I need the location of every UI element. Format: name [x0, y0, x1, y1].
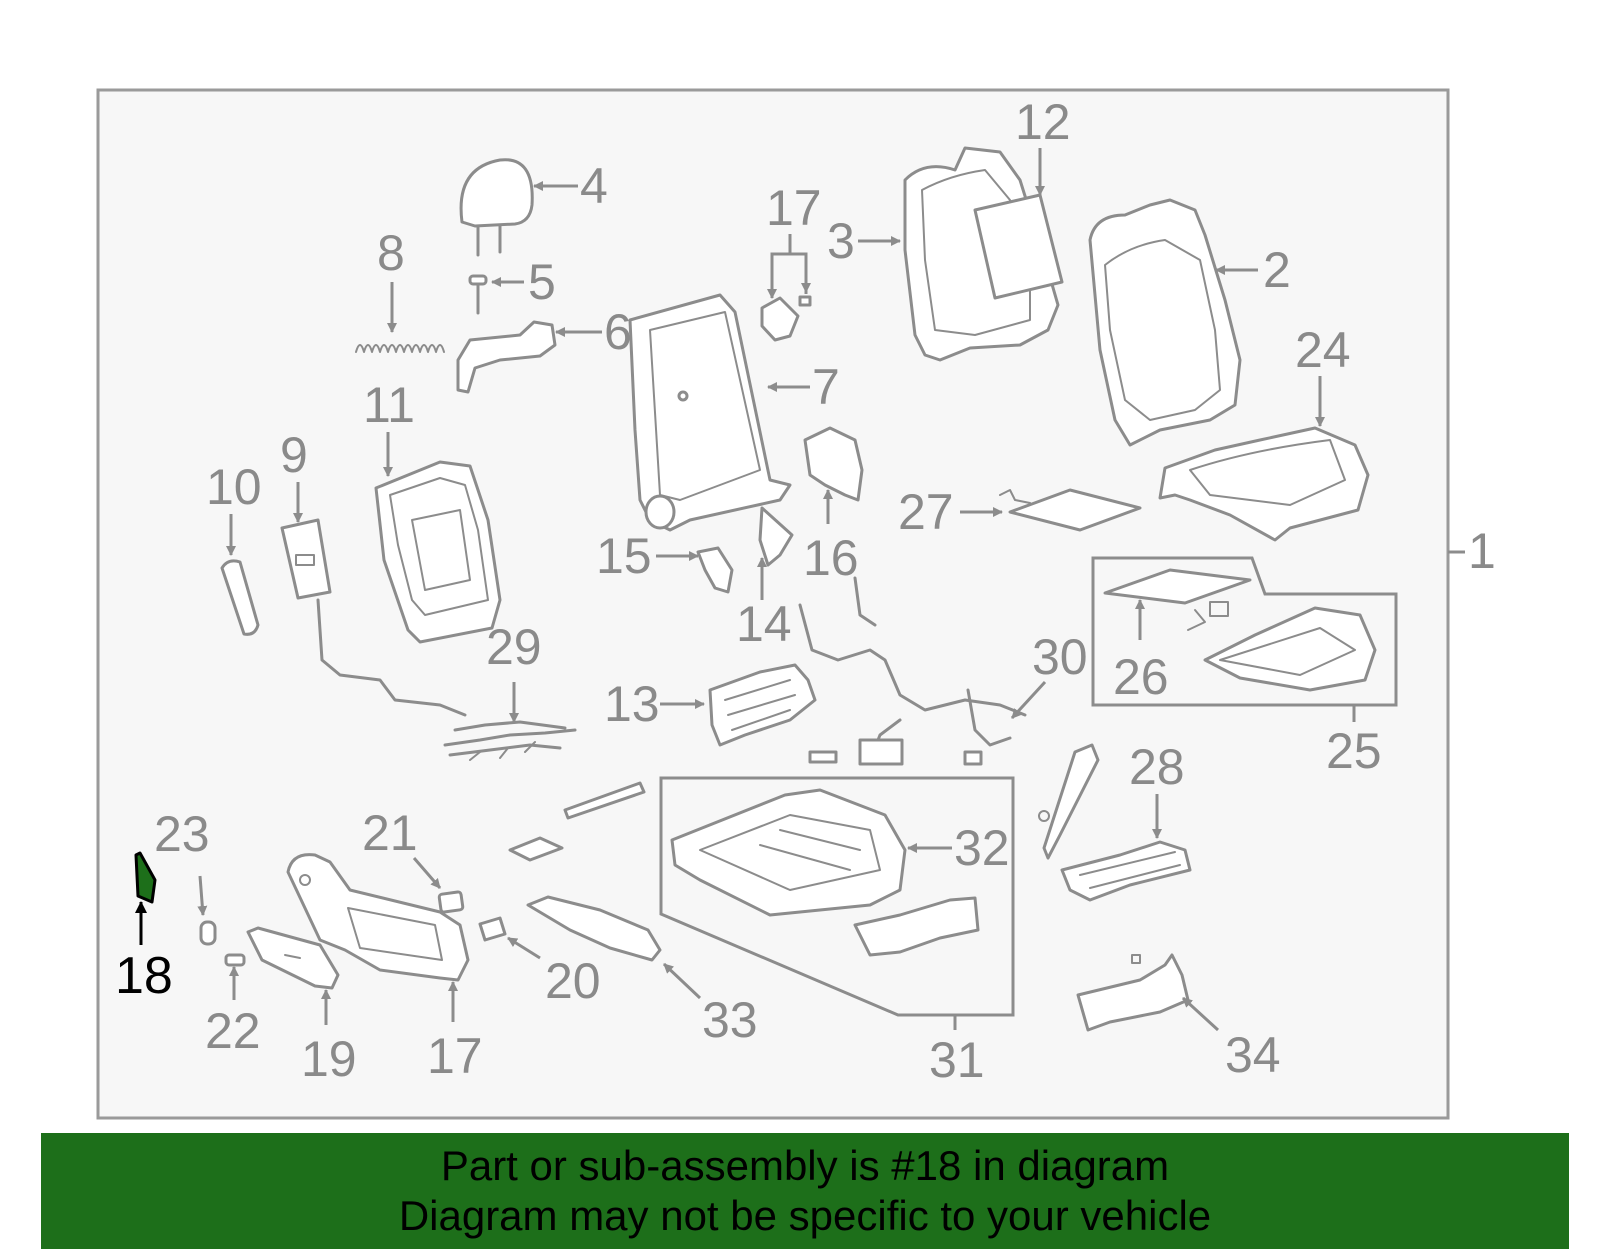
part-16-cover[interactable]	[803, 426, 864, 502]
callout-10: 10	[206, 459, 262, 515]
part-14-trim[interactable]	[758, 506, 794, 567]
part-29-harness[interactable]	[443, 720, 577, 761]
callout-18: 18	[115, 947, 173, 1005]
part-11-back-panel[interactable]	[374, 460, 502, 644]
callout-32: 32	[954, 820, 1010, 876]
box-25	[1091, 556, 1398, 707]
part-32-seat-frame[interactable]	[670, 788, 980, 957]
part-3-seatback-pad[interactable]	[903, 146, 1064, 362]
callout-14: 14	[736, 596, 792, 652]
part-small-pad[interactable]	[508, 836, 564, 862]
part-13-lumbar[interactable]	[708, 663, 817, 747]
part-30-harness[interactable]	[798, 576, 1027, 766]
callout-31: 31	[929, 1032, 985, 1088]
part-9-module[interactable]	[280, 518, 332, 600]
callout-7: 7	[812, 359, 840, 415]
part-28-trim[interactable]	[1060, 840, 1192, 902]
part-info-banner: Part or sub-assembly is #18 in diagram D…	[41, 1133, 1569, 1249]
part-27-heater-pad[interactable]	[999, 488, 1142, 532]
callout-23: 23	[154, 806, 210, 862]
callout-25: 25	[1326, 723, 1382, 779]
part-18-highlighted[interactable]	[134, 851, 157, 904]
part-strut[interactable]	[1038, 743, 1100, 860]
callout-34: 34	[1225, 1027, 1281, 1083]
callout-17-upper: 17	[766, 180, 822, 236]
callout-33: 33	[702, 992, 758, 1048]
wire-harness-9	[316, 598, 467, 717]
callout-15: 15	[596, 528, 652, 584]
part-17-switch-upper[interactable]	[760, 295, 812, 342]
callout-8: 8	[377, 225, 405, 281]
callout-17-lower: 17	[427, 1028, 483, 1084]
callout-13: 13	[604, 676, 660, 732]
callout-21: 21	[362, 805, 418, 861]
part-2-seatback-cover[interactable]	[1088, 198, 1242, 447]
part-info-line-2: Diagram may not be specific to your vehi…	[398, 1192, 1212, 1239]
part-26-pad[interactable]	[1103, 568, 1252, 631]
part-8-spring[interactable]	[355, 344, 445, 353]
part-info-line-1: Part or sub-assembly is #18 in diagram	[440, 1142, 1170, 1189]
callout-29: 29	[486, 619, 542, 675]
callout-5: 5	[528, 254, 556, 310]
callout-12: 12	[1015, 94, 1071, 150]
part-33-trim[interactable]	[526, 895, 662, 962]
part-19-bezel[interactable]	[246, 926, 340, 990]
callout-6: 6	[604, 304, 632, 360]
part-23-knob[interactable]	[199, 920, 217, 946]
part-34-trim[interactable]	[1076, 953, 1190, 1032]
part-7-seatback-frame[interactable]	[628, 293, 792, 532]
callout-4: 4	[580, 158, 608, 214]
callout-11: 11	[363, 377, 415, 433]
part-10-cylinder[interactable]	[220, 559, 260, 636]
callout-30: 30	[1032, 629, 1088, 685]
part-21-switch[interactable]	[437, 890, 465, 914]
part-20-switch[interactable]	[478, 916, 507, 942]
callout-22: 22	[205, 1003, 261, 1059]
callout-3: 3	[827, 213, 855, 269]
callout-24: 24	[1295, 322, 1351, 378]
part-15-trim[interactable]	[696, 546, 734, 594]
callout-16: 16	[803, 530, 859, 586]
part-17-side-shield[interactable]	[286, 853, 470, 982]
callout-28: 28	[1129, 739, 1185, 795]
callout-20: 20	[545, 953, 601, 1009]
part-24-cushion-cover[interactable]	[1158, 426, 1370, 542]
callout-2: 2	[1263, 242, 1291, 298]
callout-19: 19	[301, 1031, 357, 1087]
callout-27: 27	[898, 484, 954, 540]
part-6-bracket[interactable]	[456, 320, 557, 394]
callout-26: 26	[1113, 649, 1169, 705]
part-5-guide[interactable]	[468, 274, 488, 315]
part-4-headrest[interactable]	[459, 158, 534, 257]
callout-9: 9	[280, 427, 308, 483]
part-25-cushion-assembly[interactable]	[1203, 606, 1377, 692]
callout-1: 1	[1468, 523, 1496, 579]
part-22-knob[interactable]	[224, 953, 246, 967]
part-rod[interactable]	[563, 781, 646, 820]
